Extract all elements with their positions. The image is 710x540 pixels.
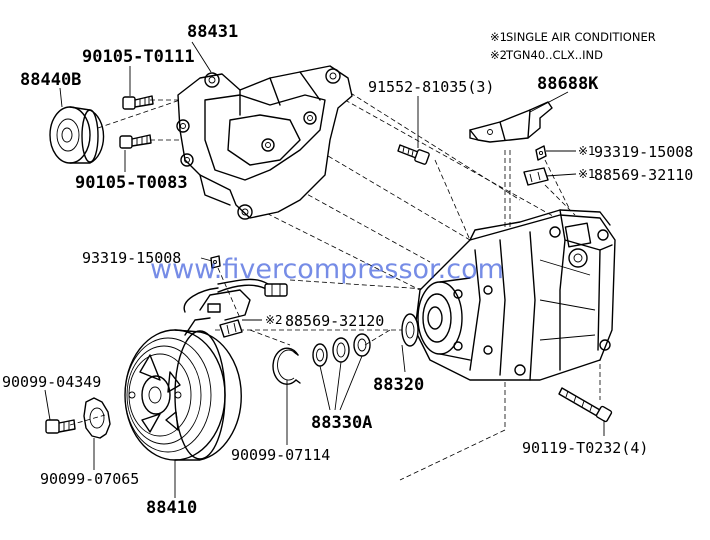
part-label-88410: 88410: [146, 498, 197, 518]
bracket-88431-drawing: [176, 65, 353, 220]
idler-pulley-88440B-drawing: [49, 106, 105, 164]
part-label-88330A: 88330A: [311, 413, 372, 433]
part-label-90099-07114: 90099-07114: [231, 446, 330, 464]
part-label-93319-15008-right: 93319-15008: [594, 143, 693, 161]
part-label-88440B: 88440B: [20, 70, 81, 90]
wire-harness-drawing: [183, 278, 288, 338]
part-label-93319-15008-left: 93319-15008: [82, 249, 181, 267]
leader-lines: [44, 41, 605, 498]
part-label-88320: 88320: [373, 375, 424, 395]
snap-ring-90099-07114-drawing: [272, 347, 301, 385]
marker-93319-right: ※1: [578, 144, 596, 158]
note-2-text: TGN40..CLX..IND: [505, 48, 603, 62]
clip-93319-right-drawing: [535, 145, 547, 161]
part-label-90105-T0111: 90105-T0111: [82, 47, 195, 67]
note-2-marker: ※2: [490, 48, 507, 62]
part-label-90119-T0232: 90119-T0232(4): [522, 439, 648, 457]
marker-88569-32110: ※1: [578, 167, 596, 181]
clip-93319-left-drawing: [210, 255, 221, 269]
bolt-90119-drawing: [558, 387, 613, 423]
bracket-88688K-drawing: [469, 101, 553, 143]
bolt-90099-04349-drawing: [45, 419, 76, 434]
part-label-90099-07065: 90099-07065: [40, 470, 139, 488]
part-number-labels: 88431 90105-T0111 88440B 90105-T0083 915…: [2, 22, 693, 518]
part-label-88569-32120: 88569-32120: [285, 312, 384, 330]
connector-88569-32110-drawing: [523, 167, 549, 186]
note-1-marker: ※1: [490, 30, 507, 44]
part-label-90105-T0083: 90105-T0083: [75, 173, 188, 193]
part-label-91552-81035: 91552-81035(3): [368, 78, 494, 96]
notes-block: ※1 SINGLE AIR CONDITIONER ※2 TGN40..CLX.…: [490, 30, 656, 62]
bolt-90105-T0111-drawing: [122, 95, 154, 110]
note-1-text: SINGLE AIR CONDITIONER: [506, 30, 656, 44]
magnetic-clutch-88410-drawing: [124, 289, 251, 461]
compressor-88320-drawing: [401, 209, 616, 381]
marker-88569-32120: ※2: [265, 313, 283, 327]
bolt-90105-T0083-drawing: [119, 134, 152, 149]
part-label-88688K: 88688K: [537, 74, 599, 94]
part-label-88569-32110: 88569-32110: [594, 166, 693, 184]
o-rings-88330A-drawing: [312, 333, 371, 367]
shim-90099-07065-drawing: [83, 397, 111, 439]
watermark-text: www.fivercompressor.com: [150, 254, 504, 285]
part-label-90099-04349: 90099-04349: [2, 373, 101, 391]
bolt-91552-drawing: [397, 144, 430, 165]
part-label-88431: 88431: [187, 22, 238, 42]
